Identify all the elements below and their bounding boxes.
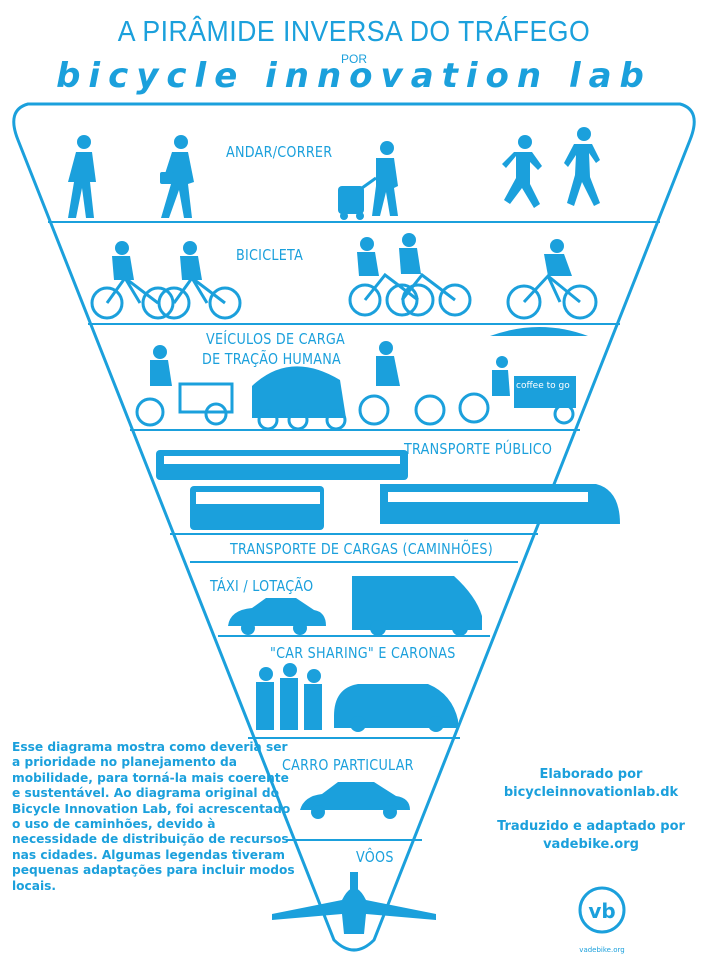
cargo-bike-wheels-icon <box>135 392 575 431</box>
level-label-cargo-line2: DE TRAÇÃO HUMANA <box>202 350 342 368</box>
airplane-icon <box>272 872 436 934</box>
running-people-icon <box>502 127 600 208</box>
cyclist-bodies-icon <box>112 233 572 280</box>
level-label-private-car: CARRO PARTICULAR <box>282 756 414 774</box>
brand-wordmark: bicycle innovation lab <box>56 56 652 96</box>
logo-caption: vadebike.org <box>579 946 625 954</box>
pyramid-outline <box>12 102 696 952</box>
page-title: A PIRÂMIDE INVERSA DO TRÁFEGO <box>117 16 591 48</box>
logo-mark: vb <box>588 899 615 923</box>
level-label-cargo-line1: VEÍCULOS DE CARGA <box>206 330 345 348</box>
credits-line1: Elaborado por <box>539 767 643 782</box>
level-label-car-sharing: "CAR SHARING" E CARONAS <box>270 644 456 662</box>
credits: Elaborado por bicycleinnovationlab.dk Tr… <box>484 766 698 854</box>
car-sharing-icon <box>256 663 458 732</box>
cargo-bike-icon <box>150 327 588 418</box>
bicycle-riders-icon <box>90 272 598 320</box>
private-car-icon <box>300 782 410 819</box>
description-text: Esse diagrama mostra como deveria ser a … <box>12 740 295 893</box>
level-label-taxi: TÁXI / LOTAÇÃO <box>210 577 314 595</box>
by-label: POR <box>340 52 367 66</box>
walking-people-icon <box>68 135 398 220</box>
coffee-sign: coffee to go <box>516 381 570 391</box>
level-label-public-transport: TRANSPORTE PÚBLICO <box>404 440 553 458</box>
vadebike-logo-icon: vb <box>578 886 626 934</box>
level-dividers <box>48 221 660 841</box>
taxi-van-icon <box>228 576 482 636</box>
level-label-flights: VÔOS <box>356 848 394 866</box>
credits-line4: vadebike.org <box>543 837 639 852</box>
level-label-trucks: TRANSPORTE DE CARGAS (CAMINHÕES) <box>230 540 494 558</box>
vehicle-windows-icon <box>164 456 588 504</box>
level-label-walk: ANDAR/CORRER <box>226 143 333 161</box>
credits-line3: Traduzido e adaptado por <box>497 819 685 834</box>
level-label-bicycle: BICICLETA <box>236 246 304 264</box>
credits-line2: bicycleinnovationlab.dk <box>503 785 679 800</box>
